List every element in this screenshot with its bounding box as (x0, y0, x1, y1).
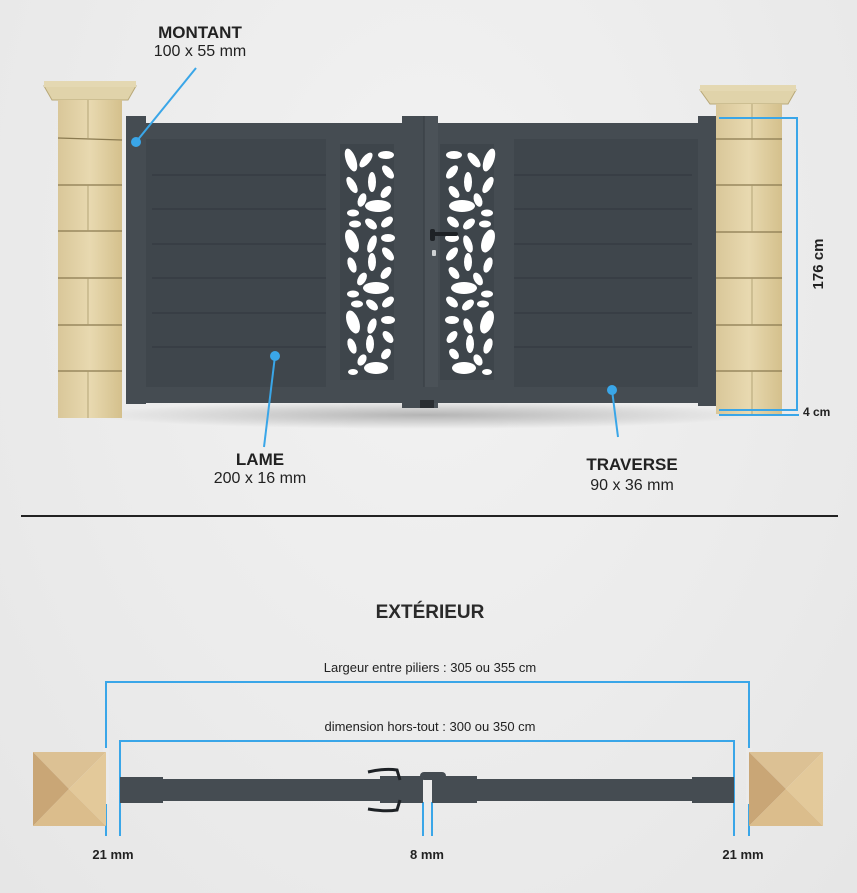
section-divider (21, 515, 838, 517)
gap-center-label: 8 mm (410, 847, 444, 862)
left-pillar (43, 81, 137, 418)
leaf-pattern-left (344, 148, 395, 375)
ground-gap-label: 4 cm (803, 405, 831, 419)
right-montant (698, 116, 716, 406)
lame-label-title: LAME (235, 450, 285, 469)
traverse-label-title: TRAVERSE (586, 455, 678, 474)
height-dimension (719, 117, 799, 416)
gate-elevation-drawing (43, 67, 799, 448)
bottom-traverse (146, 387, 698, 403)
center-post-right (424, 116, 438, 408)
plan-handles (367, 767, 402, 813)
plan-right-pillar (749, 752, 823, 826)
center-post-left (402, 116, 424, 408)
lame-label-size: 200 x 16 mm (213, 470, 307, 487)
montant-label-size: 100 x 55 mm (153, 43, 247, 60)
gate-shadow (95, 401, 755, 429)
callout-lines (131, 67, 619, 448)
gap-left-label: 21 mm (92, 847, 134, 862)
plan-left-pillar (33, 752, 106, 826)
montant-label-title: MONTANT (158, 23, 242, 42)
plan-dimension-lines (105, 681, 750, 836)
plan-gate-bars (120, 772, 734, 803)
right-pillar (699, 85, 797, 414)
width-between-pillars-label: Largeur entre piliers : 305 ou 355 cm (323, 660, 537, 675)
left-montant (126, 116, 146, 404)
plan-title: EXTÉRIEUR (375, 602, 485, 623)
overall-dimension-label: dimension hors-tout : 300 ou 350 cm (324, 719, 536, 734)
gate (126, 116, 716, 408)
door-handle (430, 229, 458, 256)
leaf-pattern-right (445, 148, 496, 375)
gap-right-label: 21 mm (722, 847, 764, 862)
traverse-label-size: 90 x 36 mm (590, 477, 674, 494)
